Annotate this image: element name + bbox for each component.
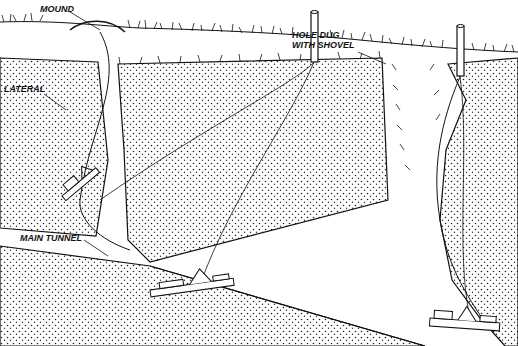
leader-line — [44, 94, 66, 110]
ground-surface — [0, 22, 518, 52]
trap-wire — [460, 76, 470, 318]
leader-line — [70, 12, 100, 30]
earth-block — [440, 58, 518, 346]
main-tunnel-floor — [150, 266, 425, 346]
mound — [70, 21, 125, 32]
trap-wire — [200, 62, 314, 285]
stake — [457, 25, 464, 77]
trap — [56, 160, 100, 201]
earth-block — [0, 246, 425, 346]
callout-label: MAIN TUNNEL — [20, 233, 90, 243]
trap — [148, 264, 234, 296]
shovel-hole — [437, 70, 490, 330]
leader-line — [84, 240, 108, 256]
callout-label: HOLE DUG WITH SHOVEL — [292, 30, 358, 50]
callout-label: LATERAL — [4, 84, 64, 94]
leader-line — [358, 52, 386, 64]
trap-wire — [100, 62, 314, 200]
callout-label: MOUND — [40, 4, 100, 14]
grass — [2, 13, 514, 170]
earth-block — [118, 58, 388, 262]
trap — [429, 304, 500, 331]
lateral-tunnel — [80, 32, 130, 250]
